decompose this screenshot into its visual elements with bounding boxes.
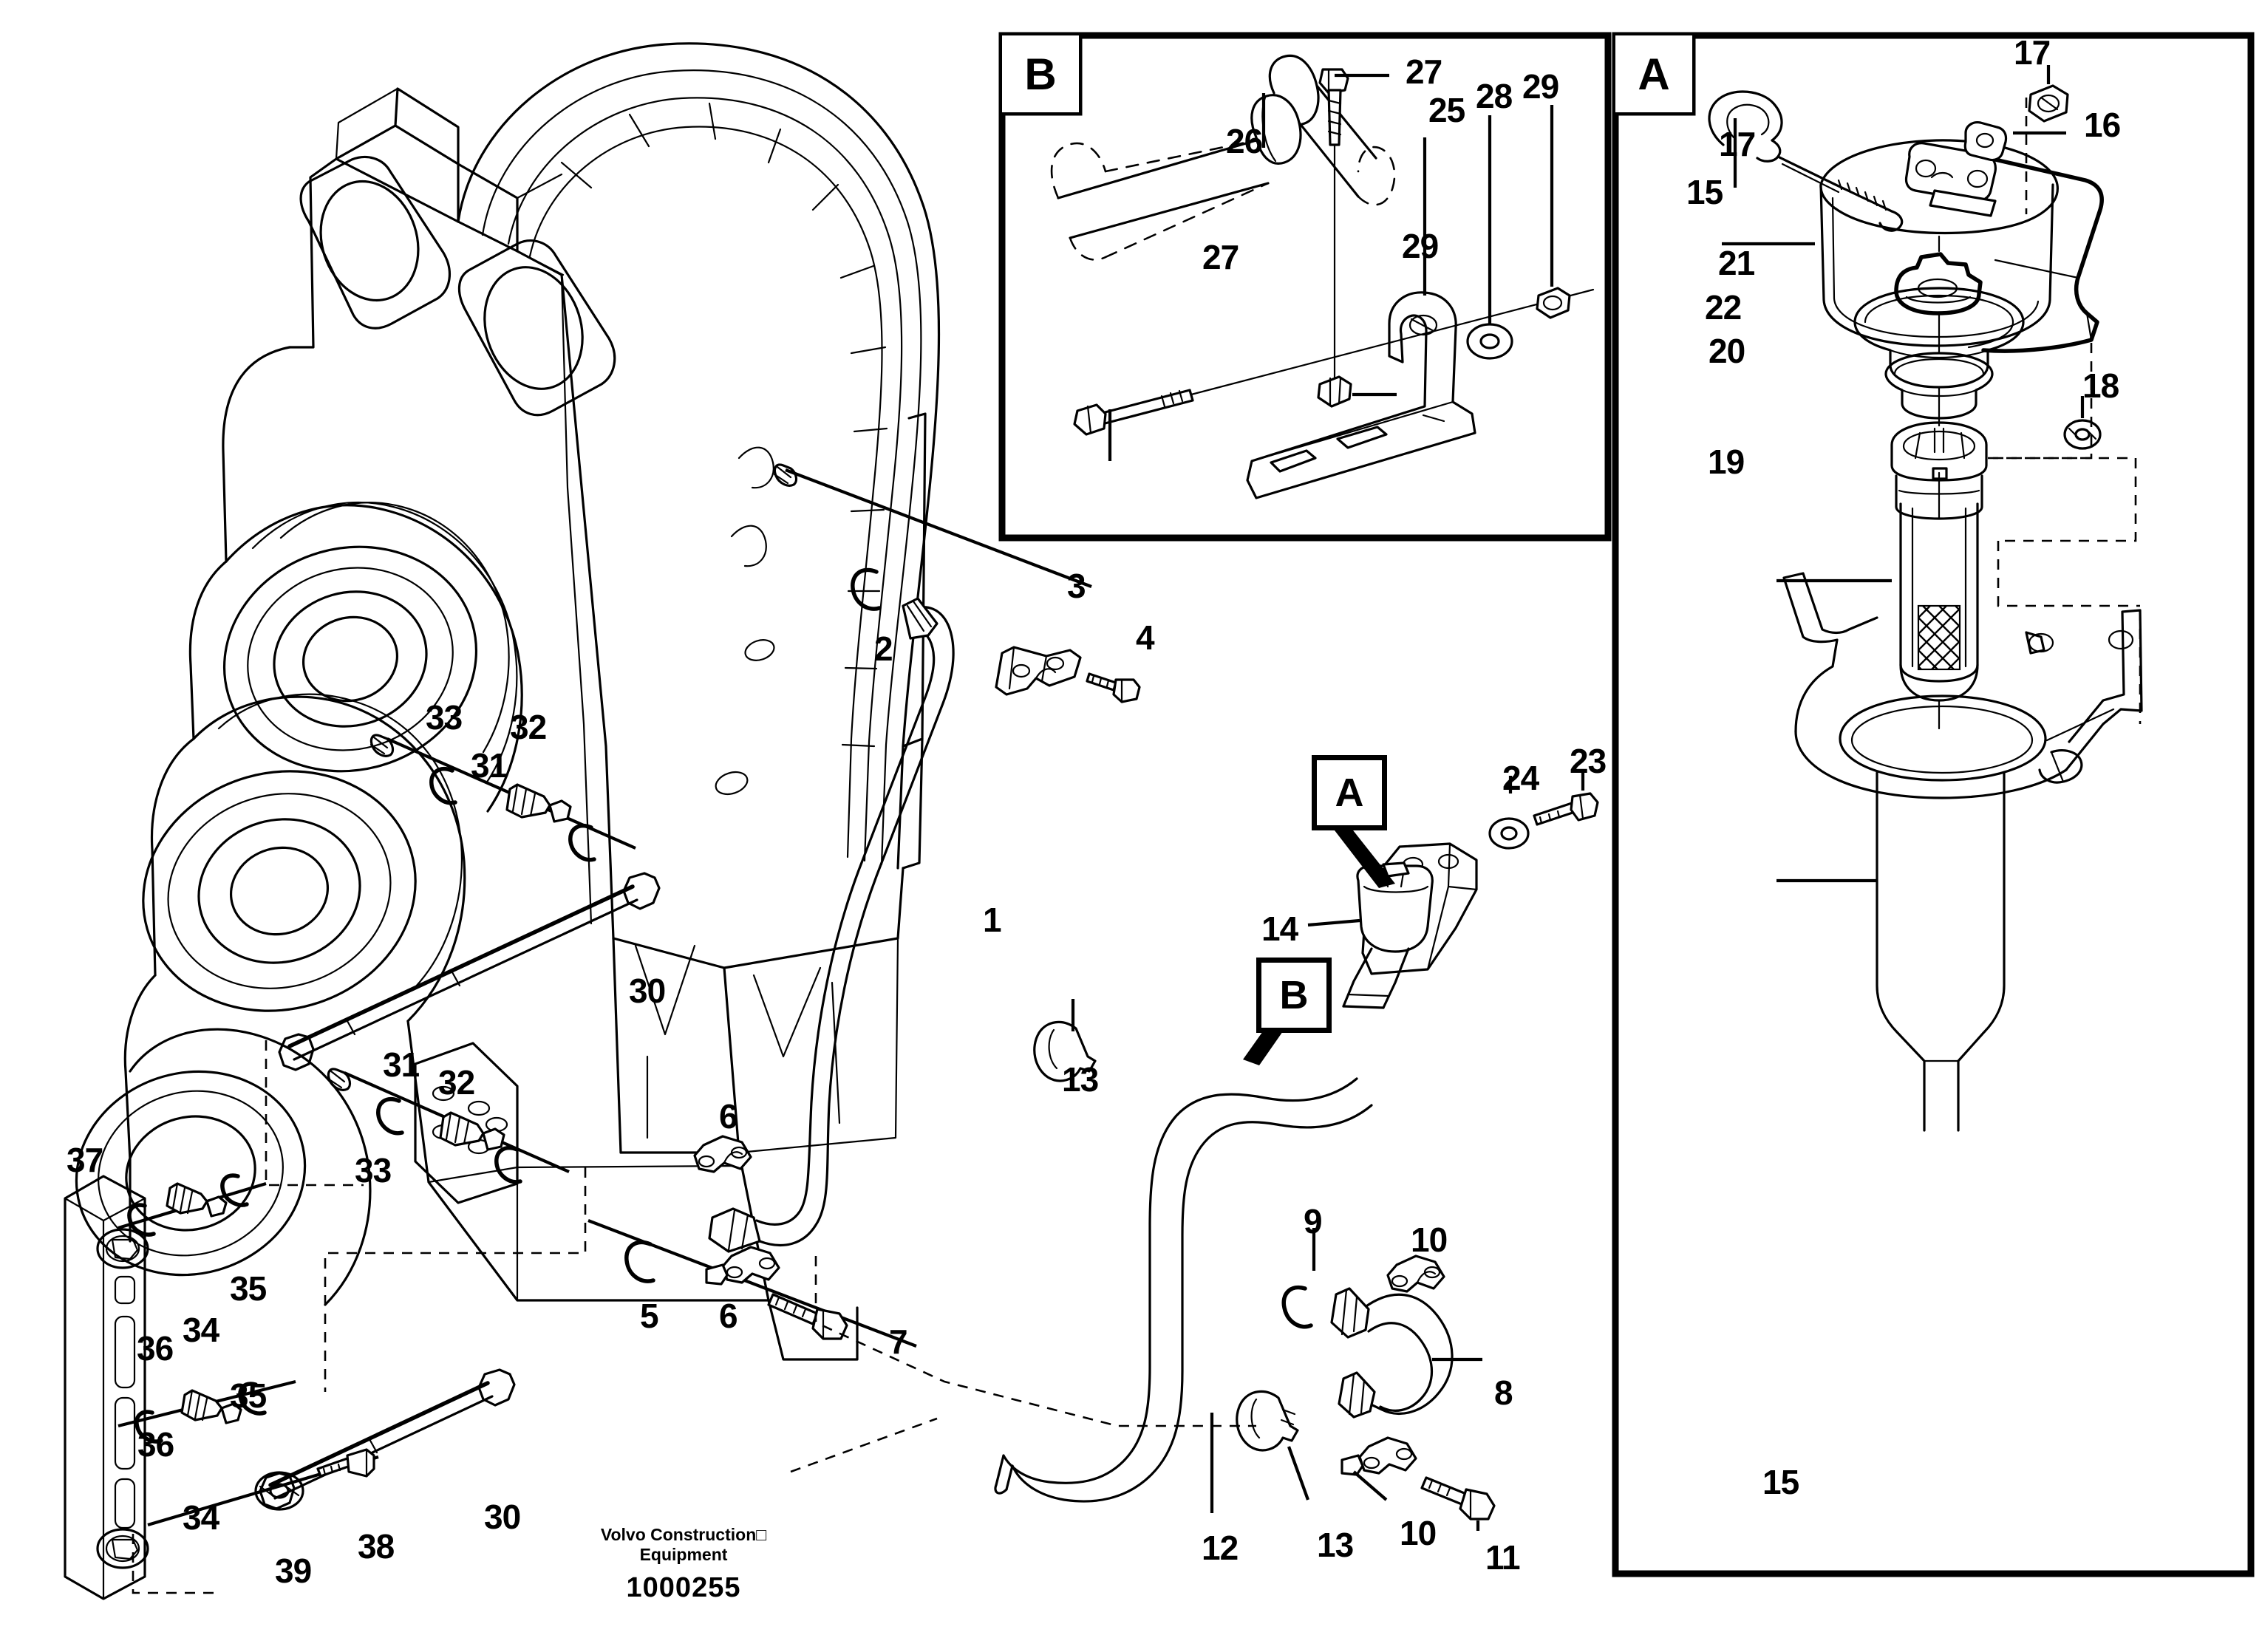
panel-B <box>998 32 1612 542</box>
callout-14: 14 <box>1261 909 1298 948</box>
callout-31: 31 <box>471 746 508 785</box>
callout-39: 39 <box>275 1552 312 1590</box>
tag-arrow-wedges <box>1243 820 1395 1065</box>
washer-39-bolt-38 <box>147 1448 379 1527</box>
callout-7: 7 <box>889 1322 908 1361</box>
callout-9: 9 <box>1304 1202 1323 1240</box>
callout-26: 26 <box>1226 122 1263 160</box>
callout-25: 25 <box>1428 91 1465 129</box>
brand-line-1: Volvo Construction□ <box>600 1525 767 1544</box>
callout-38: 38 <box>358 1527 395 1566</box>
callout-24: 24 <box>1502 759 1539 797</box>
callout-3: 3 <box>1067 567 1086 605</box>
callout-28: 28 <box>1476 77 1513 115</box>
callout-19: 19 <box>1708 443 1745 481</box>
callout-29: 29 <box>1522 67 1559 106</box>
callout-33: 33 <box>426 698 463 737</box>
callout-35: 35 <box>230 1376 267 1415</box>
callout-17: 17 <box>1719 125 1756 163</box>
callout-17: 17 <box>2014 33 2051 72</box>
callout-4: 4 <box>1136 618 1155 657</box>
callout-8: 8 <box>1494 1373 1513 1412</box>
panel-A <box>1612 32 2255 1577</box>
hose-30-upper <box>278 872 661 1071</box>
callout-29: 29 <box>1402 227 1439 265</box>
callout-10: 10 <box>1400 1514 1437 1552</box>
panel-tag-A: A <box>1615 35 1692 112</box>
callout-15: 15 <box>1762 1463 1799 1501</box>
hose-30-lower <box>259 1368 516 1510</box>
reference-tag-B[interactable]: B <box>1256 958 1332 1033</box>
brand-line-2: Equipment <box>639 1545 728 1564</box>
callout-13: 13 <box>1317 1526 1354 1564</box>
callout-1: 1 <box>983 901 1002 939</box>
callout-13: 13 <box>1062 1060 1099 1099</box>
gearbox-housing <box>75 42 941 1361</box>
fitting-group-lower <box>327 1068 570 1184</box>
callout-37: 37 <box>67 1141 103 1179</box>
panel-tag-B: B <box>1002 35 1079 112</box>
callout-30: 30 <box>484 1498 521 1536</box>
callout-27: 27 <box>1202 238 1239 276</box>
callout-10: 10 <box>1411 1221 1448 1259</box>
hose-1 <box>708 597 955 1253</box>
callout-5: 5 <box>640 1297 659 1335</box>
oring5-clamps6-bolt7 <box>587 1135 917 1348</box>
callout-30: 30 <box>629 972 666 1010</box>
callout-32: 32 <box>438 1063 475 1102</box>
fitting-group-rail-lower <box>117 1379 296 1444</box>
callout-6: 6 <box>719 1297 738 1335</box>
callout-21: 21 <box>1718 244 1755 282</box>
callout-11: 11 <box>1485 1538 1521 1577</box>
mounting-rail-37 <box>64 1175 149 1600</box>
fitting-group-rail-upper <box>117 1173 267 1237</box>
fitting-group-upper <box>369 734 636 862</box>
callout-35: 35 <box>230 1269 267 1308</box>
callout-20: 20 <box>1709 332 1745 370</box>
callout-34: 34 <box>183 1498 219 1537</box>
callout-36: 36 <box>137 1425 174 1464</box>
callout-23: 23 <box>1570 742 1607 780</box>
hose-12-8 <box>994 999 1496 1531</box>
callout-16: 16 <box>2084 106 2121 144</box>
callout-18: 18 <box>2082 366 2119 405</box>
oring2-bracket3-bolt4 <box>773 463 1141 703</box>
callout-2: 2 <box>874 629 893 668</box>
callout-31: 31 <box>383 1045 420 1084</box>
reference-tag-A[interactable]: A <box>1312 755 1387 830</box>
callout-34: 34 <box>183 1311 219 1349</box>
breather-valve-14 <box>1307 770 1599 1009</box>
callout-33: 33 <box>355 1151 392 1189</box>
callout-32: 32 <box>510 708 547 746</box>
callout-22: 22 <box>1705 288 1742 327</box>
callout-15: 15 <box>1686 173 1723 211</box>
drawing-number: 1000255 <box>626 1572 741 1603</box>
callout-36: 36 <box>137 1329 174 1368</box>
callout-27: 27 <box>1406 52 1442 91</box>
callout-12: 12 <box>1202 1529 1239 1567</box>
hidden-route-lines <box>132 1040 1256 1594</box>
callout-6: 6 <box>719 1097 738 1136</box>
